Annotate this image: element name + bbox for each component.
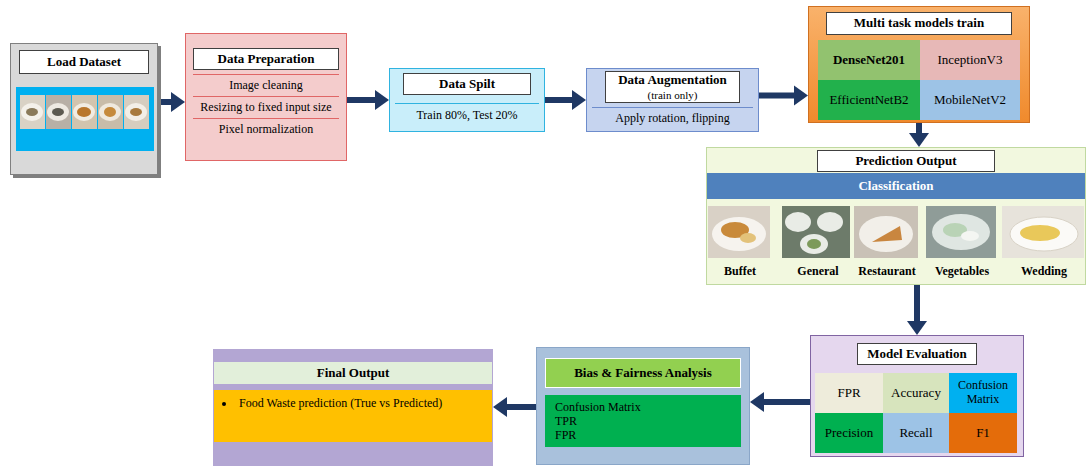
node-text: Classification: [707, 173, 1085, 199]
metric-cell: Confusion Matrix: [949, 373, 1017, 413]
node-text: InceptionV3: [920, 40, 1020, 80]
node-text: Wedding: [1003, 263, 1085, 281]
arrow-shaft: [506, 404, 536, 410]
flow-arrow: [493, 397, 536, 417]
metric-cell: Accuracy: [883, 373, 949, 413]
eval-panel: Model EvaluationFPRAccuracyConfusion Mat…: [810, 335, 1024, 457]
node-text: TPR: [555, 414, 735, 428]
node-text: MobileNetV2: [920, 80, 1020, 120]
arrow-head: [909, 133, 929, 147]
node-text: Pixel normalization: [193, 118, 339, 140]
arrow-shaft: [545, 97, 573, 103]
output-panel: Prediction OutputBuffet GeneralRestaurant…: [706, 147, 1086, 285]
arrow-head: [375, 90, 389, 110]
process-box: Data PreparationImage cleaningResizing t…: [185, 33, 347, 161]
arrow-shaft: [759, 93, 795, 99]
node-text: Data Spilt: [403, 73, 531, 95]
model-cell: InceptionV3: [920, 40, 1020, 80]
node-text: Resizing to fixed input size: [193, 96, 339, 118]
node-text: FPR: [555, 428, 735, 442]
node-text: Model Evaluation: [857, 343, 977, 365]
node-text: Accuracy: [883, 373, 949, 413]
arrow-head: [907, 321, 927, 335]
node-text: Recall: [883, 413, 949, 453]
node-text: EfficientNetB2: [818, 80, 920, 120]
node-text: Multi task models train: [826, 12, 1012, 35]
flow-arrow: [158, 92, 185, 112]
dataset-panel: Load Dataset: [10, 43, 158, 175]
class-band: Classification: [707, 173, 1085, 199]
node-text: Restaurant: [849, 263, 925, 281]
node-text: Prediction Output: [817, 150, 995, 172]
flow-arrow: [545, 90, 586, 110]
metric-cell: FPR: [815, 373, 883, 413]
node-text: Load Dataset: [19, 50, 149, 74]
metric-cell: Recall: [883, 413, 949, 453]
arrow-head: [493, 397, 507, 417]
node-text: FPR: [815, 373, 883, 413]
arrow-head: [572, 90, 586, 110]
node-text: Data Preparation: [193, 48, 339, 70]
node-text: Bias & Fairness Analysis: [545, 358, 741, 388]
node-text: Final Output: [214, 362, 492, 384]
node-text: Precision: [815, 413, 883, 453]
node-text: General: [781, 263, 855, 281]
flow-arrow: [347, 90, 389, 110]
node-text: Confusion Matrix: [555, 400, 735, 414]
model-cell: MobileNetV2: [920, 80, 1020, 120]
model-cell: DenseNet201: [818, 40, 920, 80]
arrow-head: [794, 86, 808, 106]
arrow-shaft: [914, 285, 920, 322]
arrow-shaft: [916, 123, 922, 134]
node-text: Buffet: [707, 263, 773, 281]
flow-arrow: [907, 285, 927, 335]
flow-arrow: [759, 86, 808, 106]
model-panel: Multi task models trainDenseNet201Incept…: [808, 6, 1030, 123]
metric-cell: Precision: [815, 413, 883, 453]
node-text: Confusion Matrix: [949, 373, 1017, 413]
node-text: Image cleaning: [193, 74, 339, 96]
arrow-head: [750, 392, 764, 412]
node-text: F1: [949, 413, 1017, 453]
node-text: Apply rotation, flipping: [592, 107, 753, 129]
bias-panel: Bias & Fairness AnalysisConfusion Matrix…: [536, 347, 750, 465]
process-box: Data Augmentation(train only) Apply rotat…: [586, 68, 759, 132]
node-text: Vegetables: [921, 263, 1003, 281]
node-text: (train only): [605, 88, 740, 103]
node-text: Food Waste prediction (True vs Predicted…: [222, 394, 484, 412]
arrow-head: [171, 92, 185, 112]
metric-cell: F1: [949, 413, 1017, 453]
flow-arrow: [750, 392, 810, 412]
node-text: DenseNet201: [818, 40, 920, 80]
model-cell: EfficientNetB2: [818, 80, 920, 120]
arrow-shaft: [763, 399, 810, 405]
process-box: Data SpiltTrain 80%, Test 20%: [389, 68, 545, 132]
node-text: Train 80%, Test 20%: [395, 103, 539, 127]
node-text: Data Augmentation: [605, 71, 740, 89]
final-panel: Final OutputFood Waste prediction (True …: [213, 349, 493, 466]
flow-arrow: [909, 123, 929, 147]
arrow-shaft: [158, 99, 172, 105]
arrow-shaft: [347, 97, 376, 103]
